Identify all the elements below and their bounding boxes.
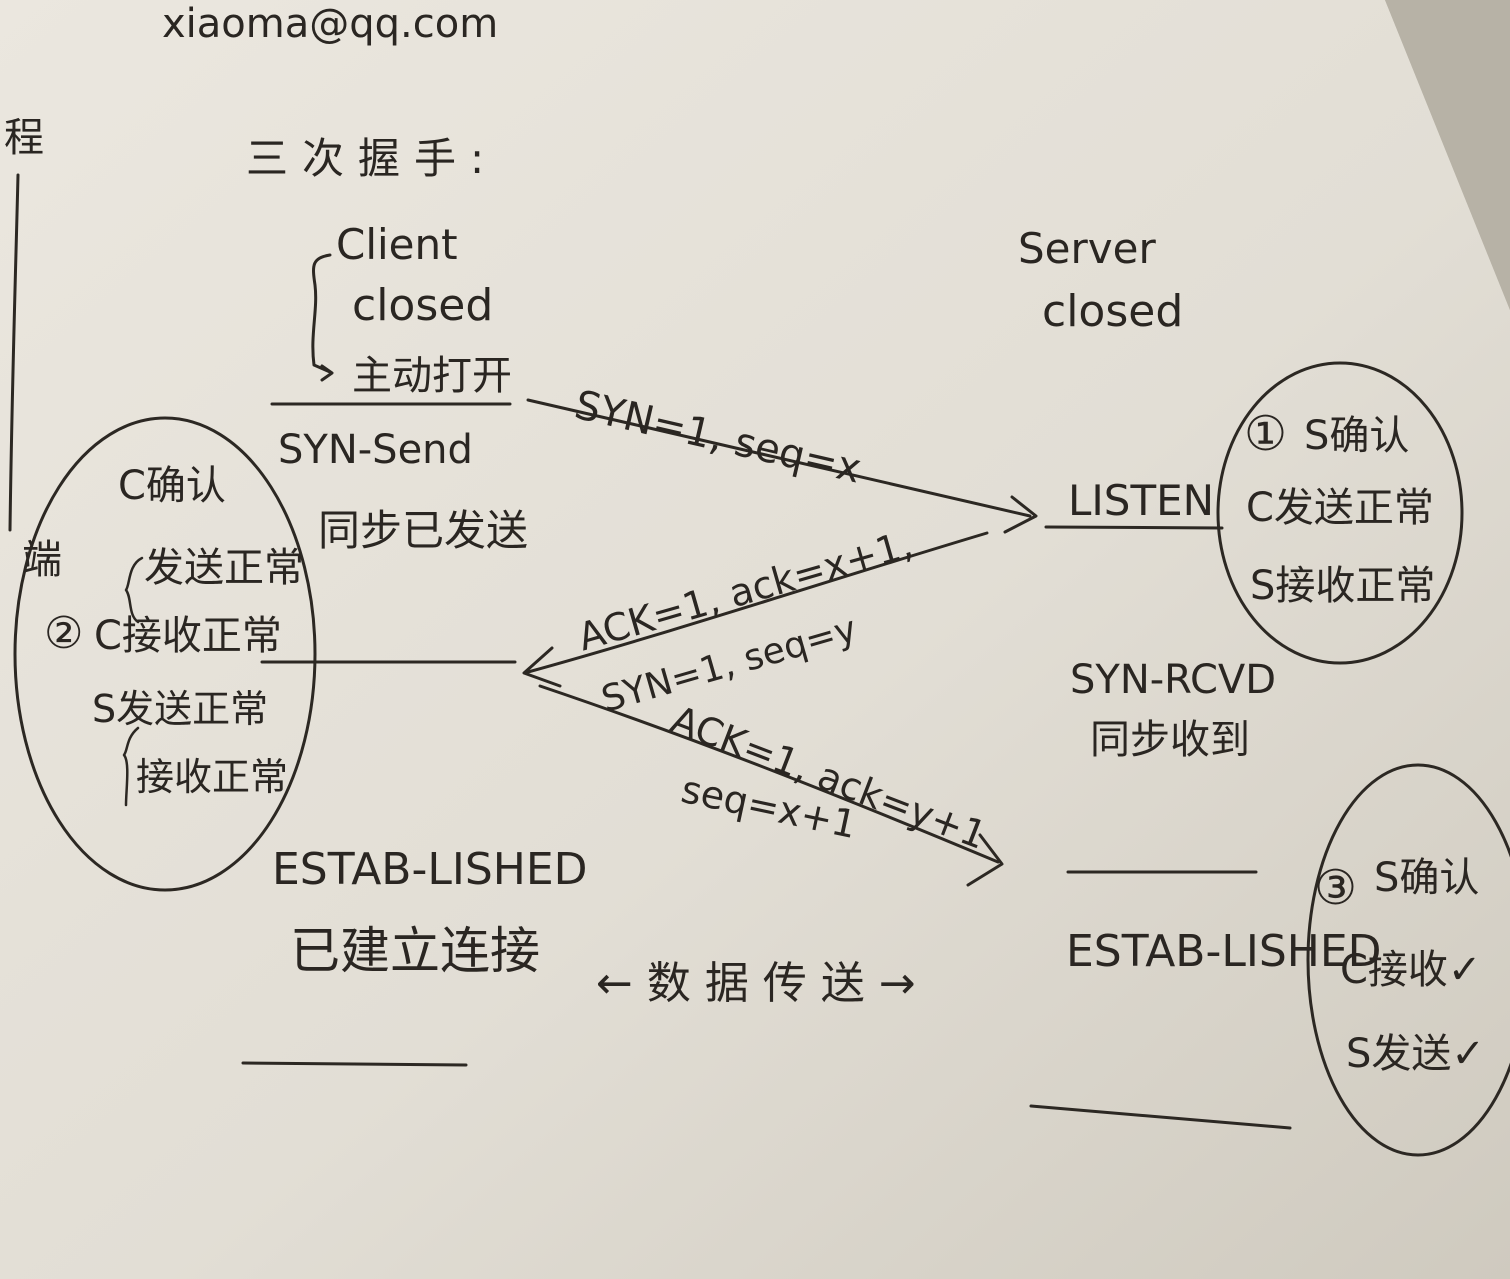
client-state-syn-send-cn: 同步已发送 — [318, 506, 529, 555]
arrow-syn-ack — [526, 531, 989, 674]
data-transfer-label: ← 数 据 传 送 → — [596, 958, 916, 1009]
note-1-line-3: S接收正常 — [1250, 563, 1436, 609]
client-line-bottom — [241, 1061, 468, 1067]
note-3-line-2: C接收✓ — [1340, 947, 1482, 993]
server-state-established: ESTAB-LISHED — [1066, 926, 1382, 977]
note-2-marker: ② — [44, 608, 84, 659]
client-state-established: ESTAB-LISHED — [272, 844, 588, 895]
client-name: Client — [336, 220, 458, 269]
server-line-bottom — [1029, 1104, 1292, 1130]
note-1-marker: ① — [1244, 406, 1288, 462]
client-bracket-arrow — [320, 364, 334, 382]
server-state-closed: closed — [1042, 286, 1184, 337]
server-line-listen — [1044, 525, 1224, 530]
diagram-title: 三次握手: — [246, 134, 499, 183]
note-2-brace-top — [124, 556, 144, 624]
margin-line — [8, 173, 20, 532]
client-state-syn-send: SYN-Send — [278, 427, 473, 473]
note-2-line-1: 发送正常 — [144, 545, 304, 591]
note-1-line-2: C发送正常 — [1246, 485, 1434, 531]
note-2-line-2: C接收正常 — [94, 613, 282, 659]
arrow-ack — [538, 684, 1000, 864]
note-3-marker: ③ — [1314, 860, 1358, 916]
left-edge-char: 程 — [4, 115, 44, 161]
note-2-header: C确认 — [118, 463, 226, 509]
arrow-syn-ack-head — [522, 646, 562, 688]
client-action: 主动打开 — [352, 353, 512, 399]
arrow-ack-head — [966, 833, 1004, 887]
note-3-line-3: S发送✓ — [1346, 1031, 1485, 1077]
server-name: Server — [1018, 224, 1156, 273]
email-text: xiaoma@qq.com — [162, 1, 499, 47]
note-3-circle — [1306, 763, 1510, 1157]
note-1-line-1: S确认 — [1304, 413, 1410, 459]
server-state-syn-rcvd-cn: 同步收到 — [1090, 717, 1250, 763]
note-1-circle — [1216, 361, 1464, 665]
note-2-line-3: S发送正常 — [92, 687, 269, 731]
arrow-syn-head — [1003, 495, 1038, 534]
left-edge-side: 端 — [22, 537, 62, 583]
arrow-syn — [526, 398, 1032, 518]
client-state-closed: closed — [352, 280, 494, 331]
server-state-listen: LISTEN — [1068, 476, 1215, 525]
note-3-line-1: S确认 — [1374, 855, 1480, 901]
note-2-brace-bottom — [122, 726, 140, 807]
client-bracket — [311, 253, 332, 374]
table-background — [1385, 0, 1510, 310]
note-2-line-4: 接收正常 — [136, 755, 289, 799]
server-state-syn-rcvd: SYN-RCVD — [1070, 657, 1277, 703]
note-2-circle — [13, 416, 317, 892]
client-state-established-cn: 已建立连接 — [290, 922, 540, 980]
